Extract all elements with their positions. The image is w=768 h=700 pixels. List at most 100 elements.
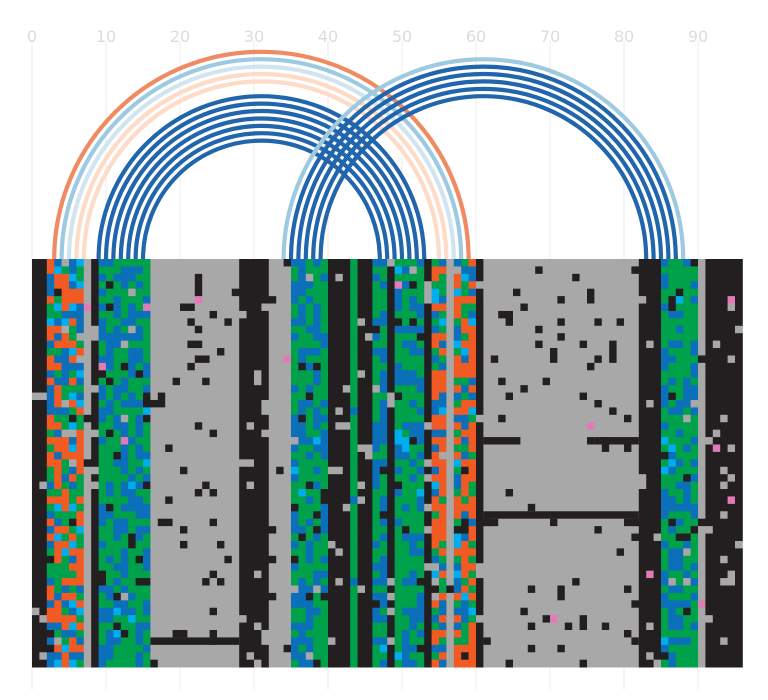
heatmap-cell [135, 644, 144, 653]
heatmap-cell [91, 555, 99, 564]
heatmap-cell [550, 429, 558, 438]
heatmap-cell [379, 585, 388, 594]
heatmap-cell [39, 355, 48, 364]
heatmap-cell [439, 511, 447, 520]
heatmap-cell [98, 333, 107, 342]
heatmap-cell [39, 266, 48, 275]
heatmap-cell [379, 481, 388, 490]
heatmap-cell [513, 563, 521, 572]
heatmap-cell [513, 481, 521, 490]
heatmap-cell [239, 451, 247, 460]
heatmap-cell [601, 503, 610, 512]
heatmap-cell [172, 644, 181, 653]
heatmap-cell [342, 466, 351, 475]
heatmap-cell [202, 600, 210, 609]
heatmap-cell [394, 459, 403, 468]
heatmap-cell [498, 540, 506, 549]
heatmap-cell [616, 578, 625, 586]
heatmap-cell [113, 318, 122, 327]
heatmap-cell [143, 451, 151, 460]
heatmap-cell [631, 355, 640, 364]
heatmap-cell [69, 348, 77, 356]
heatmap-cell [261, 526, 270, 534]
heatmap-cell [268, 622, 277, 631]
heatmap-cell [490, 526, 499, 534]
heatmap-cell [54, 644, 62, 653]
heatmap-cell [261, 459, 270, 468]
heatmap-cell [476, 318, 484, 327]
heatmap-cell [453, 481, 462, 490]
heatmap-cell [409, 563, 418, 572]
x-tick-label-20: 20 [170, 27, 190, 46]
heatmap-cell [246, 630, 255, 638]
heatmap-cell [513, 318, 521, 327]
heatmap-cell [194, 333, 203, 342]
heatmap-cell [165, 555, 173, 564]
heatmap-cell [320, 259, 329, 267]
heatmap-cell [498, 444, 506, 453]
heatmap-cell [498, 600, 506, 609]
heatmap-cell [61, 444, 70, 453]
heatmap-cell [372, 585, 381, 594]
heatmap-cell [646, 555, 654, 564]
heatmap-cell [335, 273, 344, 282]
heatmap-cell [587, 281, 595, 290]
heatmap-cell [365, 273, 373, 282]
heatmap-cell [143, 540, 151, 549]
heatmap-cell [305, 570, 314, 579]
heatmap-cell [76, 555, 85, 564]
heatmap-cell [402, 511, 410, 520]
heatmap-cell [180, 622, 188, 631]
heatmap-cell [690, 533, 699, 542]
heatmap-cell [328, 437, 336, 445]
heatmap-cell [446, 637, 455, 646]
heatmap-cell [579, 414, 588, 423]
heatmap-cell [328, 259, 336, 267]
heatmap-cell [520, 370, 529, 379]
heatmap-cell [424, 281, 432, 290]
heatmap-cell [180, 273, 188, 282]
heatmap-cell [113, 570, 122, 579]
heatmap-cell [32, 540, 40, 549]
heatmap-cell [298, 481, 307, 490]
heatmap-cell [276, 563, 284, 572]
heatmap-cell [675, 451, 684, 460]
heatmap-cell [631, 563, 640, 572]
heatmap-cell [135, 259, 144, 267]
heatmap-cell [631, 310, 640, 319]
heatmap-cell [468, 259, 477, 267]
heatmap-cell [202, 659, 210, 668]
heatmap-cell [416, 288, 425, 297]
heatmap-cell [46, 548, 55, 557]
heatmap-cell [542, 563, 551, 572]
heatmap-cell [128, 585, 136, 594]
heatmap-cell [572, 489, 580, 497]
heatmap-cell [631, 266, 640, 275]
heatmap-cell [276, 540, 284, 549]
heatmap-cell [461, 659, 469, 668]
heatmap-cell [69, 451, 77, 460]
heatmap-cell [342, 489, 351, 497]
heatmap-cell [453, 414, 462, 423]
heatmap-cell [594, 414, 603, 423]
heatmap-cell [572, 399, 580, 408]
heatmap-cell [320, 385, 329, 393]
heatmap-cell [283, 555, 292, 564]
heatmap-cell [76, 296, 85, 304]
heatmap-cell [113, 622, 122, 631]
heatmap-cell [350, 496, 358, 505]
heatmap-cell [535, 310, 543, 319]
heatmap-cell [187, 474, 196, 482]
heatmap-cell [653, 540, 662, 549]
heatmap-cell [601, 325, 610, 334]
heatmap-cell [268, 362, 277, 371]
heatmap-cell [520, 325, 529, 334]
heatmap-cell [135, 563, 144, 572]
heatmap-cell [527, 600, 536, 609]
heatmap-cell [557, 622, 566, 631]
heatmap-cell [668, 518, 677, 527]
heatmap-cell [668, 652, 677, 661]
heatmap-cell [520, 399, 529, 408]
heatmap-cell [328, 370, 336, 379]
heatmap-cell [165, 348, 173, 356]
